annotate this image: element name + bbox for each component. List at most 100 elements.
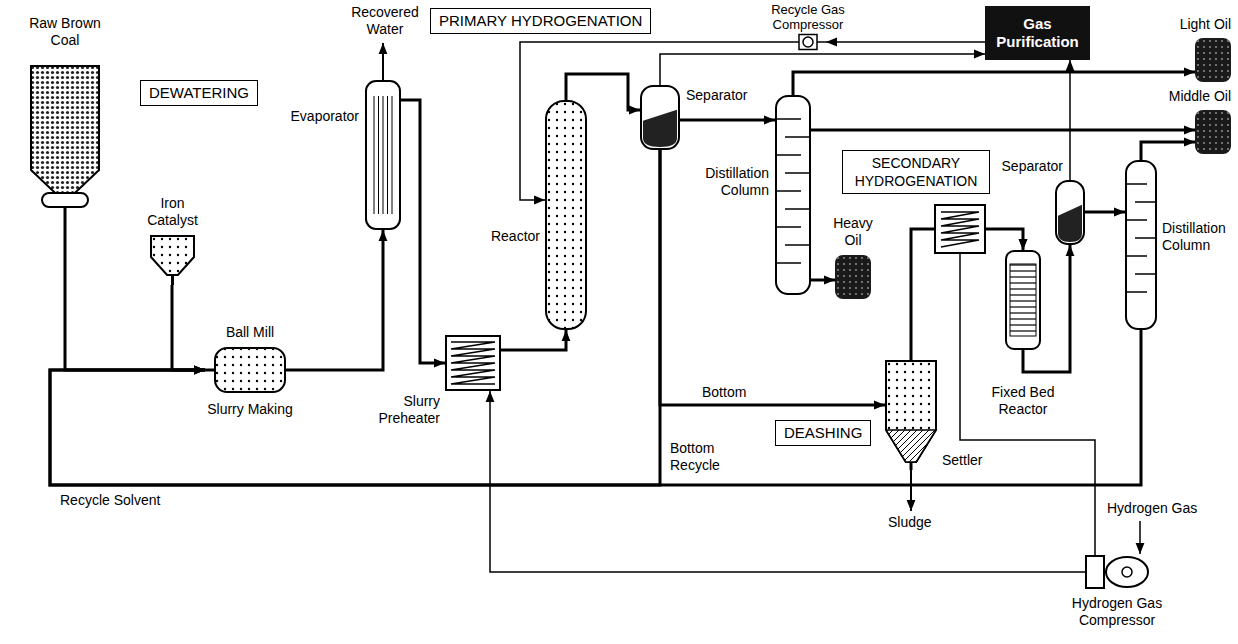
flow-line — [660, 54, 985, 85]
flow-line — [680, 119, 775, 122]
equipment-label: Settler — [942, 452, 982, 469]
equipment-label: Separator — [985, 158, 1063, 175]
flow-line — [501, 330, 566, 350]
drum-texture — [835, 255, 871, 299]
equipment-label: Gas Purification — [989, 15, 1086, 51]
column-tray — [1126, 255, 1147, 257]
column-tray — [785, 244, 810, 246]
settler-vessel: Settler — [885, 360, 937, 470]
flow-line — [490, 391, 1085, 572]
column-tray — [1135, 273, 1156, 275]
drum-texture — [1195, 38, 1231, 82]
flow-line — [172, 285, 205, 370]
separator-liquid — [643, 110, 677, 147]
stream-label: Recycle Solvent — [58, 492, 162, 509]
heater-coil — [941, 212, 979, 247]
column-tray — [776, 118, 801, 120]
sludge-arrow — [910, 470, 912, 511]
recycle-gas-compressor: Recycle Gas Compressor — [790, 34, 826, 50]
drum-body — [1195, 110, 1231, 154]
catalyst-bed — [1010, 264, 1036, 336]
column-tray — [1135, 237, 1156, 239]
flow-line — [660, 150, 885, 405]
separator-liquid — [1058, 205, 1082, 242]
stream-label: Bottom Recycle — [668, 440, 734, 474]
product-drum: Light Oil — [1195, 38, 1231, 82]
equipment-label: Light Oil — [1151, 16, 1231, 33]
stream-label: Bottom — [700, 384, 748, 401]
flow-line — [295, 230, 383, 370]
equipment-shape — [1125, 160, 1157, 330]
equipment-label: Slurry Making — [195, 401, 305, 418]
equipment-label: Heavy Oil — [825, 215, 881, 249]
reactor-shell — [546, 101, 586, 329]
equipment-label: Raw Brown Coal — [25, 15, 105, 49]
column-tray — [776, 262, 801, 264]
product-drum: Heavy Oil — [835, 255, 871, 299]
equipment-shape — [545, 100, 587, 330]
heater-box — [446, 336, 500, 390]
compressor-rotor — [803, 37, 813, 47]
equipment-shape — [1195, 110, 1231, 154]
equipment-label: Hydrogen Gas Compressor — [1065, 595, 1169, 629]
compressor-body — [1106, 557, 1148, 587]
stream-label: Hydrogen Gas — [1105, 500, 1199, 517]
catalyst-outlet — [171, 275, 174, 285]
coal-hopper: Raw Brown Coal — [30, 65, 100, 230]
equipment-shape — [775, 95, 811, 295]
flow-line — [566, 74, 640, 110]
flow-line — [65, 230, 205, 370]
separator-shell — [641, 86, 679, 149]
column-tray — [785, 172, 810, 174]
distillation-column: Distillation Column — [775, 95, 811, 295]
section-label-box: SECONDARY HYDROGENATION — [842, 150, 990, 194]
compressor-rotor — [1122, 567, 1132, 577]
equipment-label: Recycle Gas Compressor — [758, 2, 858, 32]
screw-feeder — [42, 193, 88, 207]
equipment-shape — [1055, 180, 1085, 245]
fixed-bed-shell — [1006, 251, 1040, 349]
settler-outlet — [910, 462, 913, 470]
equipment-shape — [1085, 555, 1149, 589]
equipment-shape — [150, 235, 195, 285]
equipment-label: Distillation Column — [1162, 220, 1234, 254]
column-tray — [776, 190, 801, 192]
section-title: SECONDARY HYDROGENATION — [851, 154, 981, 190]
flow-line — [960, 229, 1095, 555]
separator-vessel: Separator — [1055, 180, 1085, 245]
flow-line — [1069, 60, 1071, 180]
flow-line — [826, 41, 985, 43]
section-label-box: DEWATERING — [140, 80, 258, 106]
equipment-label: Separator — [686, 87, 747, 104]
secondary-preheater — [935, 205, 985, 253]
section-title: DEWATERING — [149, 84, 249, 102]
column-tray — [1126, 183, 1147, 185]
flow-line — [401, 100, 445, 363]
equipment-label: Evaporator — [279, 108, 359, 125]
equipment-shape — [790, 34, 826, 50]
equipment-label: Distillation Column — [697, 165, 769, 199]
equipment-label: Middle Oil — [1151, 88, 1231, 105]
coal-bin — [31, 66, 99, 193]
equipment-shape — [885, 360, 937, 470]
catalyst-hopper: Iron Catalyst — [150, 235, 195, 285]
recovered-water-arrow — [382, 43, 384, 80]
heater-coil — [451, 342, 495, 384]
settler-cone — [886, 430, 936, 462]
flow-line — [1085, 211, 1125, 214]
column-tray — [1135, 201, 1156, 203]
flow-line — [811, 129, 1195, 132]
stream-label: Sludge — [886, 514, 934, 531]
ball-mill: Ball MillSlurry Making — [205, 345, 295, 395]
flow-line — [50, 150, 660, 485]
drum-body — [835, 255, 871, 299]
equipment-shape — [205, 345, 295, 395]
settler-shell — [886, 361, 936, 462]
column-tray — [785, 136, 810, 138]
evaporator-tube — [392, 96, 393, 214]
fixed-bed-reactor: Fixed Bed Reactor — [1005, 250, 1041, 350]
gas-purification-box: Gas Purification — [985, 6, 1090, 60]
compressor-pipe — [790, 41, 826, 43]
compressor-case — [799, 35, 817, 50]
equipment-label: Iron Catalyst — [135, 195, 210, 229]
